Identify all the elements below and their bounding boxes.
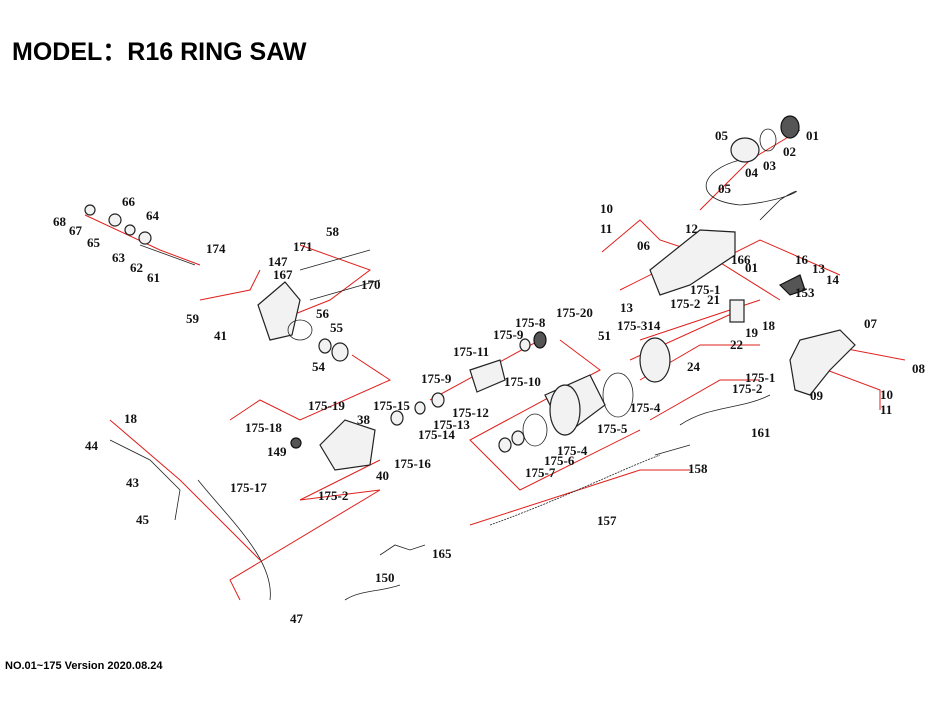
- part-callout: 149: [267, 444, 287, 459]
- part-callout: 43: [126, 475, 140, 490]
- part-callout: 175-14: [418, 427, 455, 442]
- part-callout: 01: [745, 260, 758, 275]
- part-callout: 09: [810, 388, 824, 403]
- part-callout: 175-9: [421, 371, 452, 386]
- part-callout: 10: [880, 387, 893, 402]
- part-callout: 175-18: [245, 420, 282, 435]
- part-callout: 175-16: [394, 456, 431, 471]
- part-callout: 67: [69, 223, 83, 238]
- part-callout: 14: [826, 272, 840, 287]
- diagram-title: MODEL：R16 RING SAW: [12, 38, 307, 66]
- part-callout: 22: [730, 337, 743, 352]
- part-callout: 171: [293, 239, 313, 254]
- part-callout: 147: [268, 254, 288, 269]
- part-callout: 161: [751, 425, 771, 440]
- part-callout: 47: [290, 611, 304, 626]
- part-callout: 54: [312, 359, 326, 374]
- handle-housing: [649, 229, 856, 396]
- part-callout: 175-2: [732, 381, 762, 396]
- part-callout: 10: [600, 201, 613, 216]
- part-callout: 175-2: [670, 296, 700, 311]
- part-callout: 55: [330, 320, 344, 335]
- part-callout: 68: [53, 214, 67, 229]
- hose-and-handles: [109, 394, 771, 601]
- part-callout: 58: [326, 224, 340, 239]
- cord-and-plug: [705, 115, 800, 221]
- part-callout: 05: [718, 181, 732, 196]
- part-callout: 157: [597, 513, 617, 528]
- part-callout: 19: [745, 325, 759, 340]
- part-callout: 166: [731, 252, 751, 267]
- part-callout: 40: [376, 468, 389, 483]
- part-callout: 175-11: [453, 344, 489, 359]
- part-callout: 06: [637, 238, 651, 253]
- part-callout: 175-7: [525, 465, 556, 480]
- part-callout: 51: [598, 328, 611, 343]
- part-callout: 08: [912, 361, 926, 376]
- part-callout: 175-9: [493, 327, 524, 342]
- part-callout: 175-5: [597, 421, 628, 436]
- part-callout: 13: [620, 300, 634, 315]
- part-callout: 12: [685, 221, 698, 236]
- part-callout: 38: [357, 412, 371, 427]
- part-callout: 175-10: [504, 374, 541, 389]
- version-footer: NO.01~175 Version 2020.08.24: [5, 660, 163, 672]
- part-callout: 21: [707, 292, 720, 307]
- part-callout: 45: [136, 512, 150, 527]
- part-callout: 59: [186, 311, 200, 326]
- part-callout: 175-17: [230, 480, 267, 495]
- part-callout: 18: [124, 411, 138, 426]
- part-callout: 175-13: [433, 417, 470, 432]
- part-callout: 175-1: [745, 370, 775, 385]
- part-callout: 24: [687, 359, 701, 374]
- part-callout: 175-15: [373, 398, 410, 413]
- part-callout: 41: [214, 328, 227, 343]
- part-callout: 44: [85, 438, 99, 453]
- part-callout: 165: [432, 546, 452, 561]
- part-callout: 175-20: [556, 305, 593, 320]
- part-callout: 175-2: [318, 488, 348, 503]
- part-callout: 158: [688, 461, 708, 476]
- part-callout: 175-6: [544, 453, 575, 468]
- part-callout: 175-12: [452, 405, 489, 420]
- part-callout: 02: [783, 144, 796, 159]
- part-callout: 66: [122, 194, 136, 209]
- part-callout: 175-8: [515, 315, 546, 330]
- part-callout: 174: [206, 241, 226, 256]
- part-callout: 175-314: [617, 318, 661, 333]
- part-callout: 05: [715, 128, 729, 143]
- part-callout: 65: [87, 235, 101, 250]
- part-callout: 175-4: [630, 400, 661, 415]
- part-callout: 153: [795, 285, 815, 300]
- part-callout: 11: [600, 221, 612, 236]
- part-callout: 175-19: [308, 398, 345, 413]
- part-callout: 18: [762, 318, 776, 333]
- part-callout: 175-1: [690, 282, 720, 297]
- part-callout: 01: [806, 128, 819, 143]
- part-callout: 64: [146, 208, 160, 223]
- part-callout: 175-4: [557, 443, 588, 458]
- part-callout: 170: [361, 277, 381, 292]
- part-callout: 04: [745, 165, 759, 180]
- part-callout: 03: [763, 158, 777, 173]
- part-callout: 11: [880, 402, 892, 417]
- part-callout: 13: [812, 261, 826, 276]
- motor-assembly: [290, 331, 671, 471]
- part-callout: 150: [375, 570, 395, 585]
- part-callout: 63: [112, 250, 126, 265]
- part-callout: 16: [795, 252, 809, 267]
- part-callout: 56: [316, 306, 330, 321]
- gear-housing: [84, 204, 381, 362]
- part-callout: 07: [864, 316, 878, 331]
- part-callout: 62: [130, 260, 143, 275]
- part-callout: 61: [147, 270, 160, 285]
- part-callout: 167: [273, 267, 293, 282]
